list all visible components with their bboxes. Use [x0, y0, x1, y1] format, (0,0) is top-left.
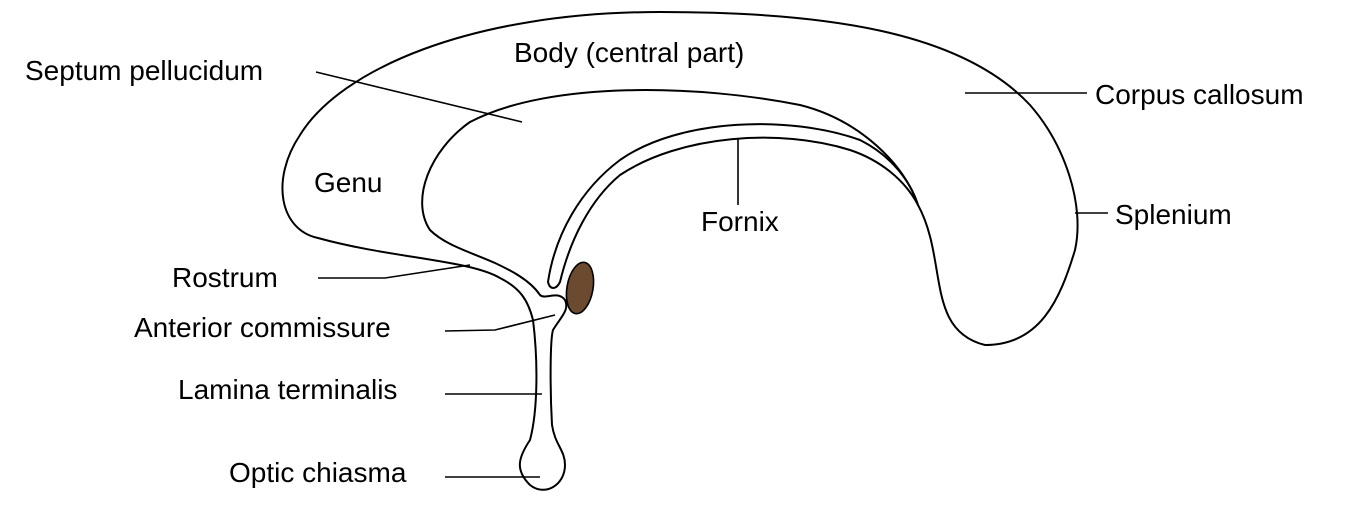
- body-label: Body (central part): [514, 37, 744, 68]
- genu-label: Genu: [314, 167, 383, 198]
- corpus-callosum-outer-outline: [281, 11, 1079, 491]
- fornix-label: Fornix: [701, 206, 779, 237]
- anterior-commissure-shape: [565, 261, 595, 315]
- septum-label: Septum pellucidum: [25, 55, 263, 86]
- rostrum-label: Rostrum: [172, 262, 278, 293]
- lamina-label: Lamina terminalis: [178, 374, 397, 405]
- anterior-label: Anterior commissure: [134, 312, 391, 343]
- splenium-label: Splenium: [1115, 199, 1232, 230]
- corpus-label: Corpus callosum: [1095, 79, 1304, 110]
- septum-leader-line: [315, 71, 523, 123]
- optic-label: Optic chiasma: [229, 457, 407, 488]
- anterior-leader-line: [444, 314, 556, 332]
- fornix-outline: [547, 123, 919, 289]
- rostrum-leader-line: [318, 264, 471, 279]
